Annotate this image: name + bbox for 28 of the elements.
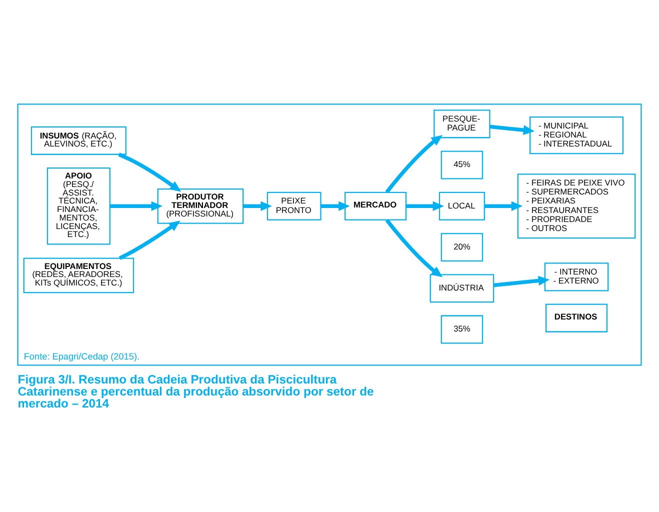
node-box: 20% [440,232,484,262]
arrow [490,124,535,135]
caption: Figura 3/I. Resumo da Cadeia Produtiva da Piscicultura Catarinense e percentual da produção absorvido por setor de mercado – 2014 [18,372,374,411]
node-box: PEIXE PRONTO [266,192,322,220]
node-box: LOCAL [438,192,485,220]
node-box: - FEIRAS DE PEIXE VIVO - SUPERMERCADOS - PEIXARIAS - RESTAURANTES - PROPRIEDADE - OUTROS [517,174,636,239]
node-box: EQUIPAMENTOS (REDES, AERADORES, KITs QUÍMICOS, ETC.) [23,258,134,294]
node-box: INDÚSTRIA [430,274,494,303]
arrow [320,201,350,212]
node-box: 45% [440,150,484,180]
arrow [118,220,180,260]
node-box: 35% [440,315,484,344]
arrow [118,152,182,192]
arrow [243,201,272,212]
arrow [406,201,444,212]
arrow [493,276,550,288]
arrow [484,201,523,212]
node-box: PRODUTOR TERMINADOR (PROFISSIONAL) [157,188,244,224]
node-box: PESQUE- PAGUE [434,110,490,138]
arrow [385,218,443,278]
arrow [385,135,443,194]
node-box: INSUMOS (RAÇÃO, ALEVINOS, ETC.) [30,126,126,155]
node-box: - MUNICIPAL - REGIONAL - INTERESTADUAL [530,116,624,154]
node-box: - INTERNO - EXTERNO [544,262,609,292]
arrow [110,201,162,212]
node-box: MERCADO [344,192,407,220]
node-box: DESTINOS [546,304,608,332]
node-box: APOIO (PESQ./ ASSIST. TÉCNICA, FINANCIA- MENTOS, LICENÇAS, ETC.) [46,168,110,245]
